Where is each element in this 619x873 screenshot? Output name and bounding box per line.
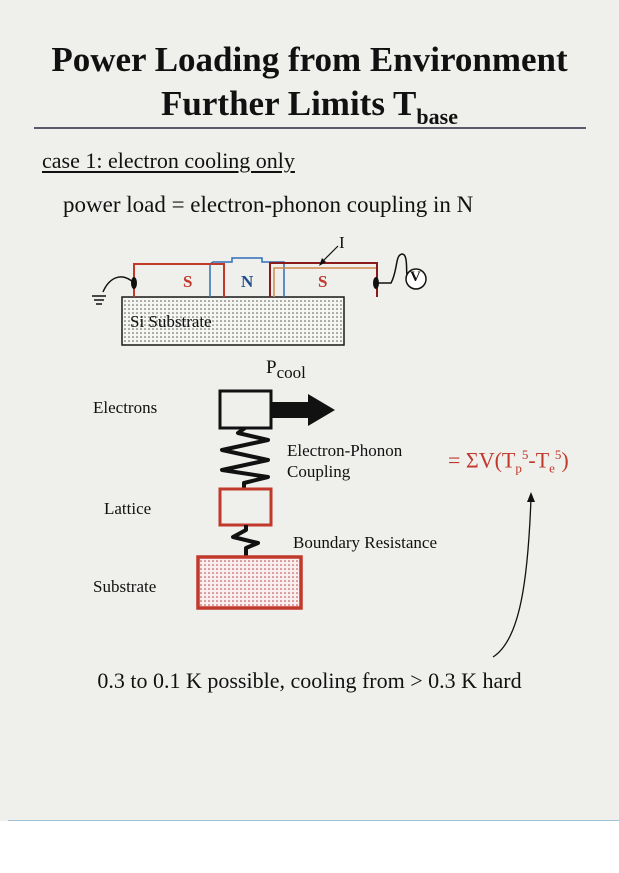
si-substrate [121,296,345,346]
ground-wire [102,276,135,293]
formula-suffix: ) [561,447,569,473]
lattice-label: Lattice [104,499,152,518]
ep-coupling-label-1: Electron-Phonon [287,441,403,460]
current-label: I [339,233,345,252]
ground-icon [92,295,106,305]
substrate-label: Substrate [93,577,157,596]
device-cross-section [92,245,427,346]
pcool-main: P [266,357,277,378]
current-arrowhead [319,258,326,266]
slide-bottom-edge [8,820,619,821]
case-heading: case 1: electron cooling only [42,148,295,173]
right-s-layer [273,267,376,297]
n-label: N [241,272,254,291]
ep-coupling-label-2: Coupling [287,462,351,481]
ep-power-formula: = ΣV(Tp5-Te5) [448,447,569,477]
slide-title-line1: Power Loading from Environment [51,40,568,79]
voltmeter-wire [376,253,408,284]
formula-e-sub: e [549,460,555,476]
thermal-model [196,389,535,658]
right-s-label: S [318,272,328,291]
left-s-label: S [183,272,193,291]
voltmeter-label: V [410,269,421,285]
conclusion-text: 0.3 to 0.1 K possible, cooling from > 0.… [97,668,522,693]
curved-arrowhead [527,492,535,502]
boundary-resistance-spring [231,525,260,556]
ep-coupling-spring [220,426,270,489]
formula-e-sup: 5 [554,447,562,462]
pcool-arrow-shaft [271,402,309,418]
si-substrate-label: Si Substrate [130,312,212,331]
power-load-text: power load = electron-phonon coupling in… [63,192,474,217]
pcool-sub: cool [276,363,306,382]
boundary-resistance-label: Boundary Resistance [293,533,437,552]
curved-arrow [492,497,532,658]
title-main: Further Limits T [161,84,417,123]
pcool-arrowhead [308,394,335,426]
title-subscript: base [416,104,458,129]
lattice-box [218,487,273,527]
electrons-box [218,389,273,430]
voltmeter-icon [405,268,427,290]
formula-p-sub: p [515,460,522,476]
diagram-canvas [92,245,535,658]
formula-prefix: = ΣV(T [448,447,516,473]
slide-title-line2: Further Limits Tbase [0,84,619,130]
electrons-label: Electrons [93,398,158,417]
formula-mid: -T [528,447,550,473]
title-divider [34,127,586,129]
substrate-box [196,555,303,610]
formula-p-sup: 5 [521,447,529,462]
pcool-label: Pcool [266,357,306,383]
